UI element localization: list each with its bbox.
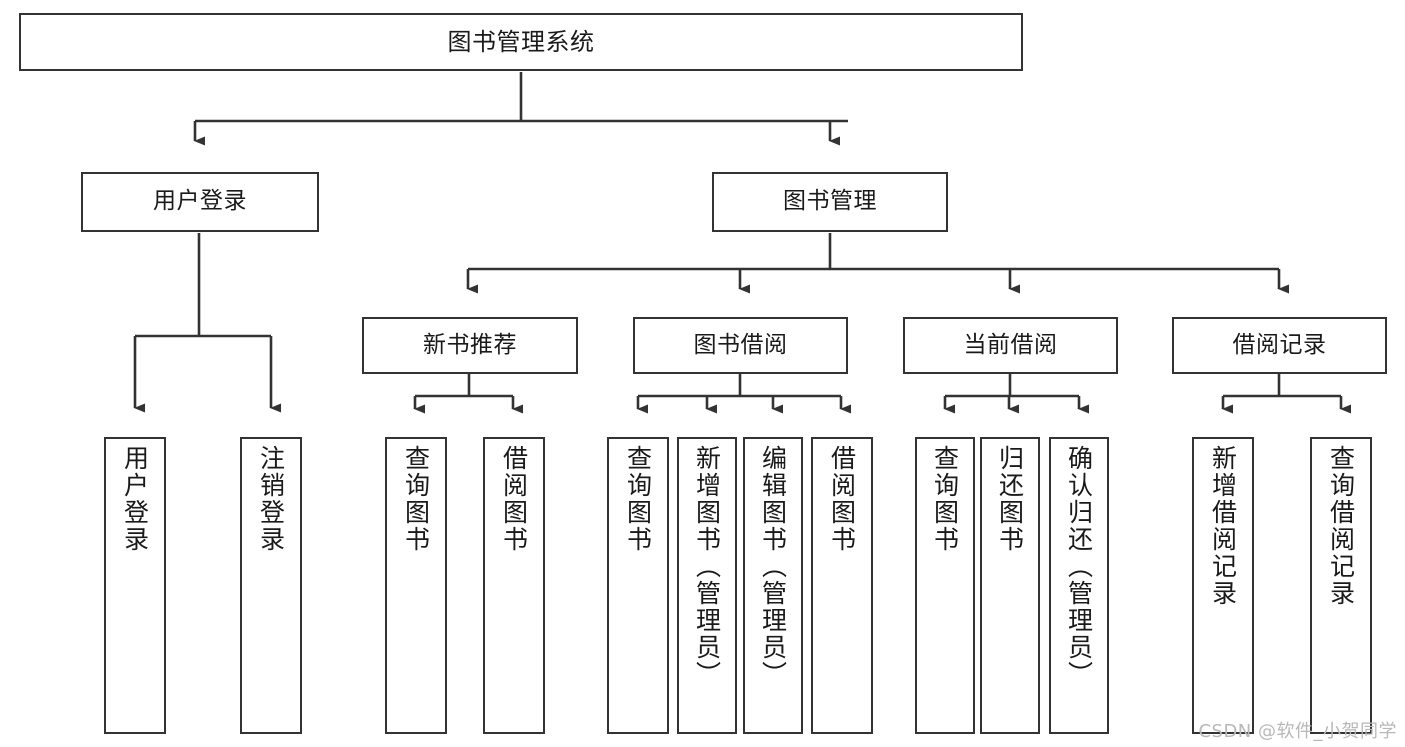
node-label: 确认归还（管理员） xyxy=(1064,445,1094,688)
leaf-query-book-2[interactable]: 查询图书 xyxy=(607,437,669,734)
node-label: 查询图书 xyxy=(930,445,960,553)
node-label: 注销登录 xyxy=(256,445,286,553)
node-label: 查询图书 xyxy=(401,445,431,553)
leaf-borrow-book-2[interactable]: 借阅图书 xyxy=(811,437,873,734)
leaf-add-record[interactable]: 新增借阅记录 xyxy=(1192,437,1254,734)
leaf-edit-book[interactable]: 编辑图书（管理员） xyxy=(743,437,803,734)
node-label: 图书管理 xyxy=(783,188,877,215)
edge-userlogin-to-leaves xyxy=(133,233,281,413)
node-label: 图书管理系统 xyxy=(447,27,595,56)
node-label: 借阅记录 xyxy=(1232,331,1327,358)
edge-borrowrecord-to-leaves xyxy=(1221,374,1351,414)
leaf-query-book-1[interactable]: 查询图书 xyxy=(385,437,447,734)
node-current-borrow[interactable]: 当前借阅 xyxy=(903,317,1118,374)
edge-root-to-level1 xyxy=(193,72,848,146)
node-label: 用户登录 xyxy=(120,445,150,553)
node-label: 新书推荐 xyxy=(423,331,517,358)
leaf-borrow-book-1[interactable]: 借阅图书 xyxy=(483,437,545,734)
leaf-add-book[interactable]: 新增图书（管理员） xyxy=(677,437,737,734)
edge-newbook-to-leaves xyxy=(413,374,523,414)
node-book-borrow[interactable]: 图书借阅 xyxy=(633,317,848,374)
leaf-confirm-return[interactable]: 确认归还（管理员） xyxy=(1049,437,1109,734)
edge-currentborrow-to-leaves xyxy=(943,374,1089,414)
watermark-text: CSDN @软件_小贺同学 xyxy=(1198,721,1397,742)
node-label: 图书借阅 xyxy=(693,331,788,358)
node-label: 查询图书 xyxy=(623,445,653,553)
node-label: 借阅图书 xyxy=(827,445,857,553)
leaf-return-book[interactable]: 归还图书 xyxy=(980,437,1040,734)
node-label: 新增借阅记录 xyxy=(1208,445,1238,607)
node-user-login[interactable]: 用户登录 xyxy=(81,172,319,232)
node-new-book-recommend[interactable]: 新书推荐 xyxy=(362,317,578,374)
node-root-system[interactable]: 图书管理系统 xyxy=(19,13,1023,71)
node-label: 新增图书（管理员） xyxy=(692,445,722,688)
leaf-user-login[interactable]: 用户登录 xyxy=(104,437,166,734)
node-label: 借阅图书 xyxy=(499,445,529,553)
node-book-manage[interactable]: 图书管理 xyxy=(712,172,948,232)
node-label: 查询借阅记录 xyxy=(1326,445,1356,607)
leaf-logout[interactable]: 注销登录 xyxy=(240,437,302,734)
node-label: 当前借阅 xyxy=(963,331,1058,358)
node-borrow-record[interactable]: 借阅记录 xyxy=(1172,317,1387,374)
node-label: 归还图书 xyxy=(995,445,1025,553)
node-label: 编辑图书（管理员） xyxy=(758,445,788,688)
edge-bookmanage-to-level2 xyxy=(466,233,1289,294)
edge-bookborrow-to-leaves xyxy=(636,374,851,414)
leaf-query-record[interactable]: 查询借阅记录 xyxy=(1310,437,1372,734)
leaf-query-book-3[interactable]: 查询图书 xyxy=(915,437,975,734)
node-label: 用户登录 xyxy=(153,188,247,215)
